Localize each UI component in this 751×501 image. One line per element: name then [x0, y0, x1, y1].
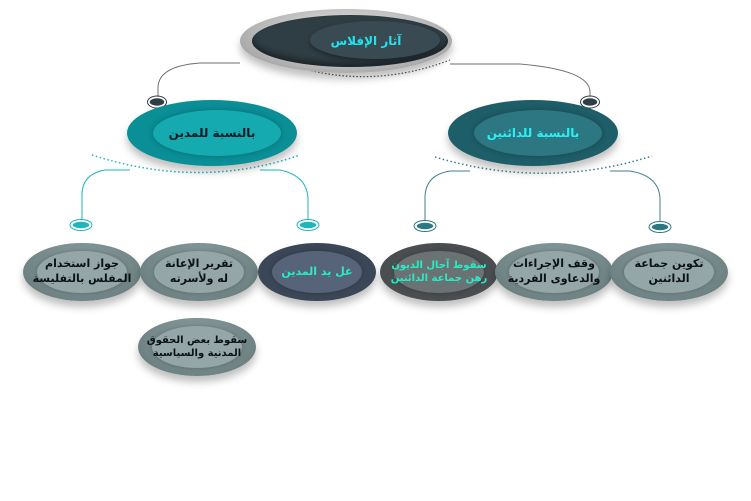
connector-node-debtor — [148, 96, 166, 108]
root-node: آثار الإفلاس — [240, 9, 452, 73]
connector-debtor-left — [81, 169, 130, 222]
leaf-form-creditors-group: تكوين جماعة الدائنين — [610, 243, 728, 301]
leaf-debt-maturity: سقوط آجال الديون رهن جماعة الدائنين — [380, 243, 498, 301]
leaf-line2: المدنية والسياسية — [152, 348, 242, 359]
leaf-line1: سقوط بعض الحقوق — [146, 334, 248, 346]
branch-debtor-label: بالنسبة للمدين — [168, 125, 256, 140]
leaf-line2: له ولأسرته — [169, 272, 229, 285]
connector-node-creditors — [581, 96, 599, 108]
leaf-line2: والدعاوى الفردية — [507, 272, 601, 285]
leaf-line2: المفلس بالتفليسة — [32, 272, 132, 285]
connector-node-debtor-left — [71, 220, 91, 230]
leaf-restrain-debtor: غل يد المدين — [258, 243, 376, 301]
connector-node-debtor-right — [298, 220, 318, 230]
connector-root-debtor — [157, 62, 240, 100]
leaf-line1: سقوط آجال الديون — [391, 259, 487, 271]
leaf-line1: تقرير الإعانة — [164, 257, 234, 271]
connector-creditors-left — [424, 170, 470, 222]
branch-creditors: بالنسبة للدائنين — [448, 100, 618, 166]
leaf-line2: الدائنين — [648, 272, 690, 285]
branch-debtor: بالنسبة للمدين — [127, 100, 297, 166]
branch-creditors-label: بالنسبة للدائنين — [486, 125, 580, 140]
connector-debtor-right — [260, 169, 309, 222]
leaf-stop-proceedings: وقف الإجراءات والدعاوى الفردية — [495, 243, 613, 301]
leaf-line1: تكوين جماعة — [634, 257, 704, 271]
leaf-use-bankrupt: جواز استخدام المفلس بالتفليسة — [23, 243, 141, 301]
connector-creditors-right — [610, 170, 661, 222]
leaf-line1: جواز استخدام — [45, 257, 119, 271]
creditors-dotted-arc — [434, 155, 653, 174]
leaf-line2: رهن جماعة الدائنين — [390, 273, 488, 284]
connector-node-creditors-right — [650, 222, 670, 232]
leaf-alimony: تقرير الإعانة له ولأسرته — [140, 243, 258, 301]
leaf-line1: وقف الإجراءات — [513, 257, 595, 271]
leaf-loss-of-rights: سقوط بعض الحقوق المدنية والسياسية — [138, 318, 256, 376]
connector-root-creditors — [450, 63, 591, 100]
root-label: آثار الإفلاس — [330, 33, 402, 48]
leaf-line1: غل يد المدين — [281, 264, 353, 278]
connector-node-creditors-left — [415, 221, 435, 231]
